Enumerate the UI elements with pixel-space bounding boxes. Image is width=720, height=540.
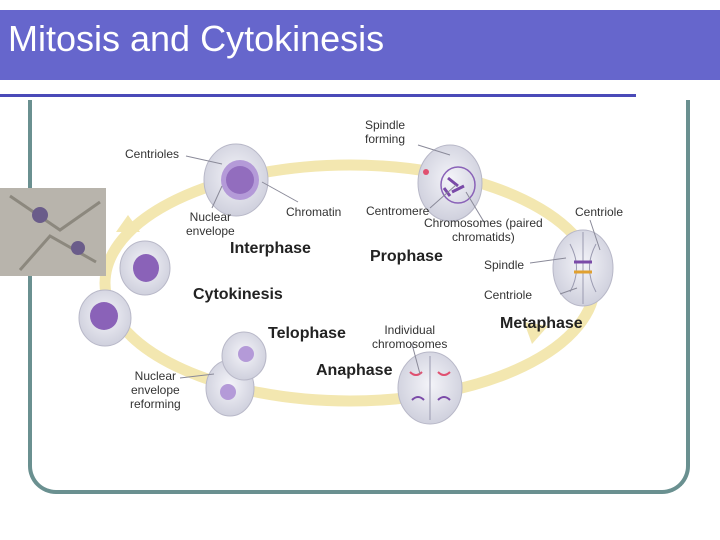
prophase-cell: [417, 144, 483, 222]
label-spindle-forming: Spindle forming: [365, 118, 406, 146]
label-centromere: Centromere: [366, 204, 430, 218]
label-nuclear-envelope-reforming: Nuclear envelope reforming: [130, 369, 181, 411]
content-frame: [28, 100, 690, 494]
title-bar: [0, 10, 720, 80]
phase-interphase: Interphase: [230, 240, 311, 257]
cytokinesis-cell-upper: [119, 240, 171, 296]
label-individual-chromosomes: Individual chromosomes: [372, 323, 448, 351]
label-centriole-mid: Centriole: [484, 288, 533, 302]
cycle-arrowhead: [524, 322, 548, 344]
slide-title: Mitosis and Cytokinesis: [8, 18, 385, 59]
phase-telophase: Telophase: [268, 325, 346, 342]
phase-prophase: Prophase: [370, 248, 443, 265]
cytokinesis-cell-lower: [78, 289, 132, 347]
label-centriole-top: Centriole: [575, 205, 624, 219]
telophase-cell: [205, 331, 267, 417]
cycle-arrowhead: [116, 215, 140, 232]
micrograph-image: [0, 188, 106, 276]
pointer-lines: [179, 144, 601, 379]
label-nuclear-envelope: Nuclear envelope: [186, 210, 235, 238]
title-underline: [0, 94, 636, 97]
phase-cytokinesis: Cytokinesis: [193, 286, 283, 303]
label-chromatin: Chromatin: [286, 205, 342, 219]
interphase-cell: [203, 143, 269, 217]
metaphase-cell: [552, 229, 614, 307]
label-centrioles: Centrioles: [125, 147, 180, 161]
phase-metaphase: Metaphase: [500, 315, 583, 332]
label-spindle: Spindle: [484, 258, 525, 272]
label-chromosomes-paired: Chromosomes (paired chromatids): [424, 216, 543, 244]
phase-anaphase: Anaphase: [316, 362, 393, 379]
anaphase-cell: [397, 351, 463, 425]
